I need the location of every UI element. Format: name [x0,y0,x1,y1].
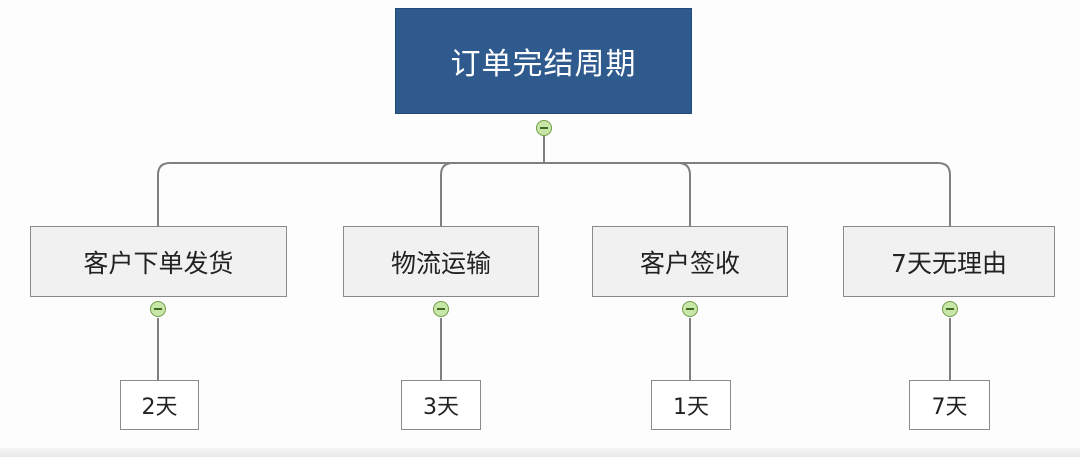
duration-topic[interactable]: 3天 [401,380,481,430]
stage-topic-seven-day-return[interactable]: 7天无理由 [843,226,1055,297]
duration-label: 3天 [423,395,459,420]
root-collapse-icon[interactable] [536,120,552,136]
stage-collapse-icon[interactable] [682,301,698,317]
stage-collapse-icon[interactable] [942,301,958,317]
stage-label: 物流运输 [390,248,491,278]
root-topic-label: 订单完结周期 [450,47,637,82]
duration-label: 1天 [673,395,709,420]
duration-topic[interactable]: 7天 [909,380,990,430]
duration-topic[interactable]: 1天 [651,380,731,430]
stage-label: 客户下单发货 [83,248,234,278]
branch-bar-connector [157,162,951,226]
stage-label: 7天无理由 [891,248,1007,278]
duration-topic[interactable]: 2天 [120,380,199,430]
duration-label: 2天 [141,395,178,420]
stage-collapse-icon[interactable] [150,301,166,317]
stage-topic-receipt[interactable]: 客户签收 [592,226,788,297]
stage-collapse-icon[interactable] [433,301,449,317]
bottom-edge-strip [0,448,1080,457]
branch-connector-2 [440,162,454,226]
stage-topic-order-ship[interactable]: 客户下单发货 [30,226,287,297]
branch-connector-3 [677,162,691,226]
stage-label: 客户签收 [639,248,740,278]
root-topic[interactable]: 订单完结周期 [395,8,692,114]
stage-topic-logistics[interactable]: 物流运输 [343,226,539,297]
duration-label: 7天 [931,395,968,420]
